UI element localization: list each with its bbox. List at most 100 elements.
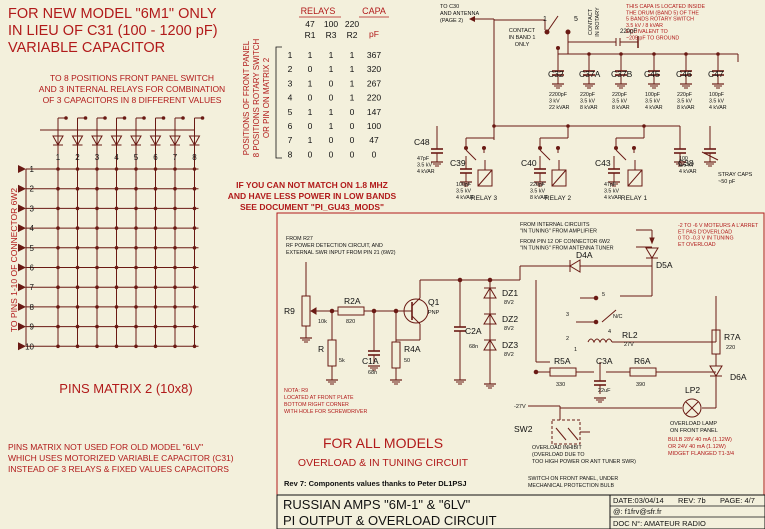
junction-dot [134, 305, 138, 309]
pin12-label: "IN TUNING" FROM ANTENNA TUNER [520, 245, 614, 251]
motor-note: 0 TO -0.3 V IN TUNING [678, 236, 734, 242]
part-value: 8V2 [504, 300, 514, 306]
title-line1: RUSSIAN AMPS "6M-1" & "6LV" [283, 497, 471, 512]
junction-dot [75, 344, 80, 349]
inhibit-label: (OVERLOAD DUE TO [532, 452, 585, 458]
part-label: C1A [362, 356, 379, 366]
junction-dot [56, 186, 60, 191]
drum-note: THIS CAPA IS LOCATED INSIDE [626, 4, 705, 10]
capacitor-spec: 3 kV [549, 99, 560, 105]
part-value: 8V2 [504, 326, 514, 332]
relay-blade [465, 149, 477, 161]
part-label: D4A [576, 250, 593, 260]
diode-symbol [110, 135, 123, 147]
junction-dot [56, 167, 60, 171]
band-note: IF YOU CAN NOT MATCH ON 1.8 MHZ AND HAVE… [228, 180, 397, 212]
row-arrow [18, 302, 26, 311]
table-vertical-label: POSITIONS OF FRONT PANEL [242, 40, 251, 155]
junction-dot [75, 305, 80, 309]
table-relay-state: 0 [350, 135, 355, 145]
diode-symbol [130, 135, 142, 147]
junction-dot [64, 116, 68, 120]
table-capa: 47 [369, 135, 379, 145]
relay-blade [601, 309, 617, 323]
motor-note: ET PAS D'OVERLOAD [678, 229, 732, 235]
title-block: RUSSIAN AMPS "6M-1" & "6LV" PI OUTPUT & … [276, 494, 765, 529]
table-relay-state: 1 [308, 50, 313, 60]
matrix-side-label: TO PINS 1-10 OF CONNECTOR 6W2 [9, 188, 19, 332]
rev-note: Rev 7: Components values thanks to Peter… [284, 479, 467, 488]
for-all-models: FOR ALL MODELS [323, 435, 443, 451]
capacitor-spec: 3.5 kV [417, 163, 432, 169]
capacitor-spec: 100pF [456, 182, 472, 188]
junction-dot [134, 285, 138, 290]
relay-contact [464, 146, 468, 150]
matrix-col-label: 3 [95, 153, 100, 162]
contact-band1-label: IN BAND 1 [509, 35, 536, 41]
header: FOR NEW MODEL "6M1" ONLY IN LIEU OF C31 … [8, 6, 218, 56]
capacitor-spec: 4 kVAR [417, 169, 435, 175]
switch-note-line: OF 3 CAPACITORS IN 8 DIFFERENT VALUES [43, 95, 222, 105]
junction-dot [173, 305, 177, 309]
wire [411, 297, 421, 307]
lamp-filament [685, 401, 699, 415]
matrix-row-label: 10 [25, 342, 34, 351]
to-c30-label: (PAGE 2) [440, 18, 463, 24]
relay-cap-value: 220 [345, 19, 359, 29]
title-line2: PI OUTPUT & OVERLOAD CIRCUIT [283, 513, 497, 528]
capacitor-spec: 3.5 kV [677, 99, 692, 105]
capacitor-name: C38 [678, 158, 694, 168]
capacitor-spec: 4 kVAR [679, 169, 697, 175]
contact-band1-label: CONTACT [509, 28, 536, 34]
pin12-label: FROM PIN 12 OF CONNECTOR 6W2 [520, 239, 610, 245]
nota-label: WITH HOLE FOR SCREWDRIVER [284, 409, 367, 415]
junction-dot [75, 324, 80, 329]
capacitor-name: C45 [644, 69, 660, 79]
capacitor-name: C43 [595, 158, 611, 168]
junction-dot [181, 116, 185, 120]
junction-dot [95, 186, 99, 191]
junction-dot [75, 167, 80, 171]
diode-d6a [709, 365, 723, 377]
table-relay-state: 1 [350, 78, 355, 88]
band-note-line: SEE DOCUMENT "PI_GU43_MODS" [240, 202, 384, 212]
relay-coil-rl2 [587, 338, 613, 344]
capacitor-spec: 100pF [709, 92, 725, 98]
lamp-lp2 [682, 398, 702, 418]
capacitor-spec: 3.5 kV [645, 99, 660, 105]
row-arrow [18, 243, 26, 252]
pin-number: 2 [566, 336, 569, 342]
table-capa: 147 [367, 107, 381, 117]
capacitor-spec: 4 kVAR [456, 195, 474, 201]
junction-dot [114, 226, 119, 230]
junction-dot [192, 305, 197, 309]
capacitor-spec: 220pF [580, 92, 596, 98]
part-label: D5A [656, 260, 673, 270]
to-c30-label: TO C30 [440, 4, 459, 10]
table-relay-state: 0 [329, 149, 334, 159]
table-position: 4 [288, 93, 293, 103]
part-value: 390 [636, 382, 645, 388]
junction-dot [684, 52, 688, 56]
junction-dot [153, 285, 158, 290]
junction-dot [173, 246, 177, 250]
diode-symbol [149, 135, 162, 147]
junction-dot [173, 186, 177, 191]
relay-contact [538, 146, 542, 150]
switch-position: 1 [543, 16, 547, 23]
junction-dot [75, 265, 80, 270]
junction-dot [393, 308, 399, 314]
wire [411, 315, 421, 325]
junction-dot [75, 285, 80, 290]
diode-d4a [569, 259, 581, 273]
junction-dot [134, 226, 138, 230]
junction-dot [95, 226, 99, 230]
junction-dot [95, 305, 99, 309]
capacitor-spec: 100 [679, 156, 688, 162]
capacitor-spec: 8 kVAR [612, 105, 630, 111]
inhibit-label: OVERLOAD INHIBIT [532, 445, 583, 451]
row-arrow [18, 165, 26, 173]
junction-dot [173, 226, 177, 230]
junction-dot [192, 265, 197, 270]
